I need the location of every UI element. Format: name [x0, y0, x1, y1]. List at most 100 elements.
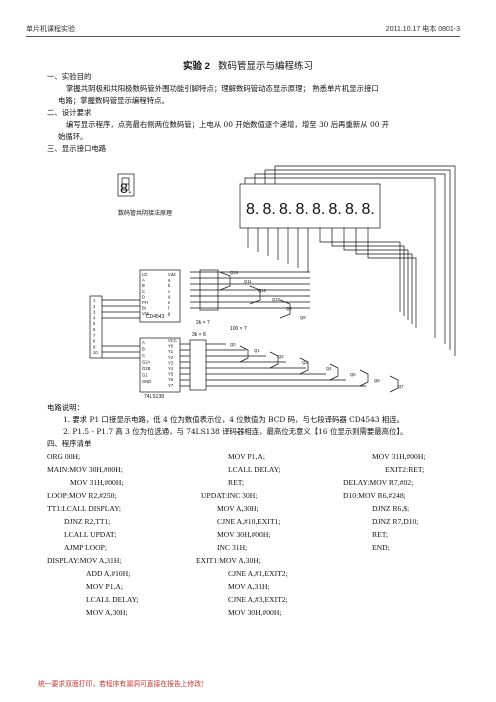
cd4543-pin-label: g [168, 311, 171, 316]
code-line: CJNE A,#10,EXIT1; [217, 517, 281, 526]
display-circuit-schematic: 数码管共阴接法原理 CD4543 74LS138 2k × 7 3k × 8 1… [89, 165, 456, 400]
port-pin-number: 6 [93, 327, 96, 332]
code-line: MOV 30H,#00H; [228, 608, 282, 617]
transistor-label: Q8 [300, 315, 306, 320]
code-line: END; [372, 543, 390, 552]
code-line: UPDAT:INC 30H; [201, 491, 258, 500]
cd4543-pin-label: a [168, 278, 171, 283]
display-digit-glyph: 8. [329, 201, 342, 218]
code-line: DJNZ R7,D10; [372, 517, 419, 526]
code-line: DELAY:MOV R7,#02; [343, 478, 414, 487]
transistor-label: Q4 [326, 366, 332, 371]
code-line: MOV A,30H; [86, 608, 128, 617]
footer-note: 统一要求双面打印，若程序有漏洞可直接在报告上修改！ [38, 680, 208, 688]
code-line: LCALL DELAY; [228, 465, 281, 474]
transistor-label: Q11 [244, 279, 252, 284]
code-line: MOV 31H,#00H; [372, 452, 426, 461]
code-line: CJNE A,#3,EXIT2; [228, 595, 288, 604]
cd4543-pin-label: Vss [142, 311, 149, 316]
transistor-label: Q2 [278, 354, 284, 359]
code-line: MAIN:MOV 30H,#00H; [47, 465, 123, 474]
74ls138-pin-label: C [142, 353, 145, 358]
transistor-label: Q9 [286, 306, 292, 311]
cd4543-pin-label: b [168, 283, 171, 288]
74ls138-pin-label: Y5 [168, 372, 174, 377]
74ls138-pin-label: G2B [142, 366, 151, 371]
display-digit-glyph: 8. [312, 201, 325, 218]
74ls138-chip [139, 337, 181, 393]
transistor-label: Q6 [374, 378, 380, 383]
code-line: ADD A,#10H; [86, 569, 131, 578]
code-line: DISPLAY:MOV A,31H; [47, 556, 122, 565]
74ls138-pin-label: B [142, 347, 145, 352]
code-line: EXIT1:MOV A,30H; [196, 556, 261, 565]
code-line: MOV 31H,#00H; [70, 478, 124, 487]
section-2-heading: 二、设计要求 [47, 108, 92, 117]
cd4543-chip [139, 269, 181, 323]
res-100-label: 100 × 7 [230, 326, 247, 332]
code-line: DJNZ R2,TT1; [64, 517, 111, 526]
74ls138-pin-label: GND [142, 379, 151, 384]
cd4543-pin-label: f [168, 306, 170, 311]
cd4543-pin-label: B [142, 283, 145, 288]
port-pin-number: 5 [93, 321, 96, 326]
res-2k-label: 2k × 7 [196, 320, 210, 326]
cd4543-pin-label: Vdd [168, 272, 176, 277]
code-line: LCALL DELAY; [86, 595, 139, 604]
code-line: ORG 00H; [47, 452, 81, 461]
cd4543-pin-label: PH [142, 300, 148, 305]
74ls138-pin-label: Y7 [168, 383, 174, 388]
74ls138-pin-label: G1 [142, 373, 148, 378]
code-line: DJNZ R6,$; [372, 504, 410, 513]
section-2-line2: 始循环。 [58, 132, 88, 141]
code-line: EXIT2:RET; [385, 465, 425, 474]
74ls138-pin-label: Y1 [168, 349, 174, 354]
port-pin-number: 3 [93, 310, 96, 315]
port-pin-number: 10 [93, 350, 98, 355]
code-line: AJMP LOOP; [64, 543, 107, 552]
code-line: RET; [228, 478, 245, 487]
transistor-label: Q12 [258, 288, 267, 293]
res-3k-label: 3k × 8 [192, 332, 206, 338]
74ls138-pin-label: Y4 [168, 366, 174, 371]
code-line: CJNE A,#1,EXIT2; [228, 569, 288, 578]
code-line: D10:MOV R6,#248; [343, 491, 406, 500]
code-line: TT1:LCALL DISPLAY; [47, 504, 122, 513]
74ls138-pin-label: A [142, 340, 145, 345]
transistor-label: Q1 [254, 348, 260, 353]
section-1-line1: 掌握共阴极和共阳极数码管外围功能引脚特点；理解数码管动态显示原理； 熟悉单片机显… [66, 84, 379, 93]
cd4543-pin-label: c [168, 289, 170, 294]
transistor-label: Q0 [230, 342, 236, 347]
code-line: LCALL UPDAT; [64, 530, 117, 539]
code-line: MOV A,31H; [228, 582, 270, 591]
section-1-line2: 电路；掌握数码管显示编程特点。 [58, 96, 169, 105]
section-1-heading: 一、实验目的 [47, 72, 92, 81]
section-2-line1: 编写显示程序，点亮最右侧两位数码管；上电从 00 开始数值逐个递增，增至 30 … [66, 120, 390, 129]
title-text: 数码管显示与编程练习 [217, 61, 313, 72]
cd4543-pin-label: C [142, 289, 145, 294]
port-pin-number: 1 [93, 298, 96, 303]
header-course: 单片机课程实验 [26, 25, 75, 33]
transistor-label: Q10 [272, 297, 281, 302]
code-line: INC 31H; [217, 543, 248, 552]
74ls138-pin-label: Y6 [168, 377, 174, 382]
74ls138-pin-label: G2A [142, 360, 151, 365]
display-digit-glyph: 8. [263, 201, 276, 218]
cd4543-label: CD4543 [146, 314, 165, 320]
display-digit-glyph: 8. [296, 201, 309, 218]
display-digit-glyph: 8. [246, 201, 259, 218]
section-4-heading: 四、程序清单 [47, 439, 92, 448]
transistor-label: Q16 [230, 270, 239, 275]
page-header: 单片机课程实验 2011.10.17 电本 0801-3 [26, 22, 460, 37]
cd4543-pin-label: BI [142, 306, 146, 311]
eight-digit-display [239, 183, 381, 229]
code-line: MOV P1,A; [228, 452, 265, 461]
code-line: LOOP:MOV R2,#250; [47, 491, 117, 500]
cd4543-pin-label: A [142, 278, 145, 283]
p1-port-connector [89, 295, 103, 359]
74ls138-label: 74LS138 [144, 394, 164, 400]
circuit-note-heading: 电路说明： [47, 403, 84, 412]
code-line: MOV 30H,#00H; [217, 530, 271, 539]
port-pin-number: 2 [93, 304, 96, 309]
schematic-caption: 数码管共阴接法原理 [118, 209, 172, 217]
